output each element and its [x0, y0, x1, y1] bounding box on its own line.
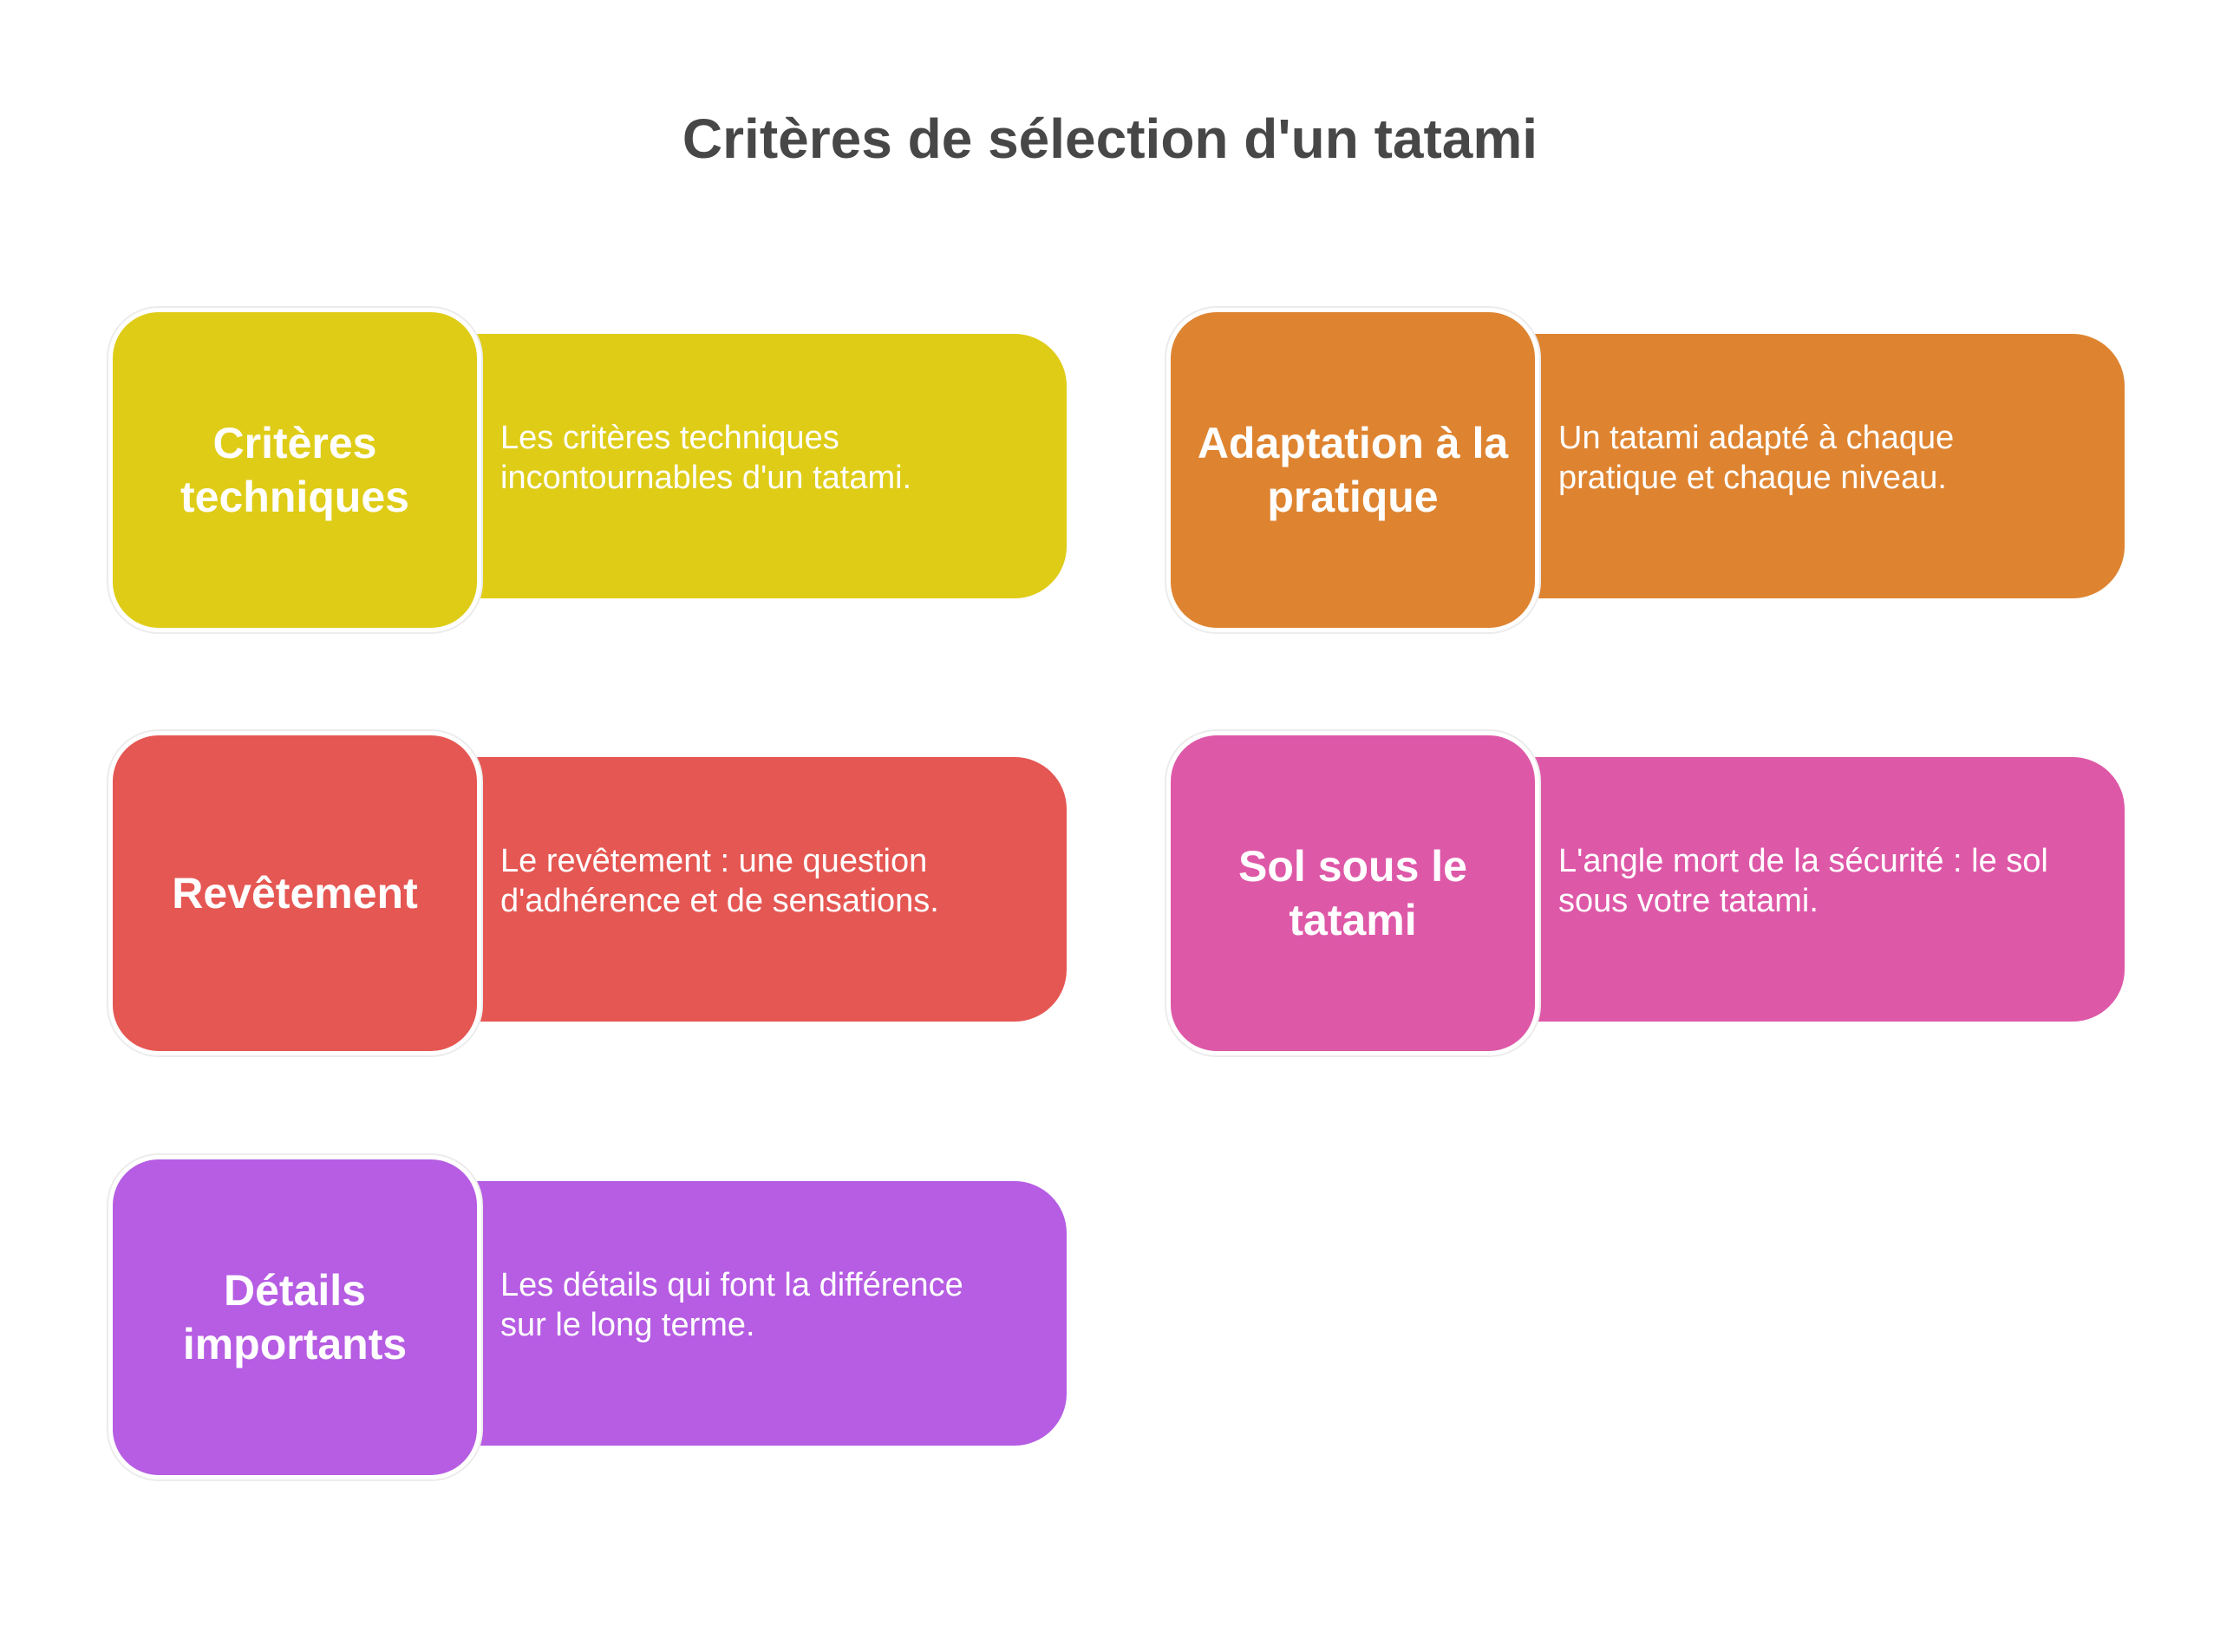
criterion-description-box: Les critères techniques incontournables …: [451, 334, 1067, 598]
criterion-label-box: Sol sous le tatami: [1166, 731, 1539, 1055]
criterion-card-floor: L'angle mort de la sécurité : le sol sou…: [1166, 731, 2125, 1055]
criterion-label: Critères techniques: [180, 419, 409, 521]
criterion-card-technical: Les critères techniques incontournables …: [108, 308, 1067, 632]
criterion-description: L'angle mort de la sécurité : le sol sou…: [1558, 842, 2048, 919]
criterion-label-box: Revêtement: [108, 731, 481, 1055]
criterion-description: Le revêtement : une question d'adhérence…: [500, 842, 939, 919]
criterion-label: Adaptation à la pratique: [1197, 419, 1509, 521]
criterion-label: Détails importants: [182, 1266, 408, 1368]
criterion-description-box: L'angle mort de la sécurité : le sol sou…: [1509, 757, 2125, 1022]
criterion-label-box: Détails importants: [108, 1155, 481, 1479]
criterion-label: Sol sous le tatami: [1238, 842, 1467, 944]
criterion-label: Revêtement: [172, 869, 418, 917]
criterion-description: Les critères techniques incontournables …: [500, 419, 912, 496]
criterion-label-box: Critères techniques: [108, 308, 481, 632]
criterion-label-box: Adaptation à la pratique: [1166, 308, 1539, 632]
criterion-card-practice: Un tatami adapté à chaque pratique et ch…: [1166, 308, 2125, 632]
criterion-description-box: Un tatami adapté à chaque pratique et ch…: [1509, 334, 2125, 598]
criterion-description-box: Les détails qui font la différence sur l…: [451, 1181, 1067, 1446]
criterion-card-details: Les détails qui font la différence sur l…: [108, 1155, 1067, 1479]
diagram-title: Critères de sélection d'un tatami: [682, 108, 1538, 170]
criterion-description-box: Le revêtement : une question d'adhérence…: [451, 757, 1067, 1022]
criterion-description: Un tatami adapté à chaque pratique et ch…: [1558, 419, 1955, 496]
criterion-card-coating: Le revêtement : une question d'adhérence…: [108, 731, 1067, 1055]
criterion-description: Les détails qui font la différence sur l…: [500, 1266, 963, 1343]
